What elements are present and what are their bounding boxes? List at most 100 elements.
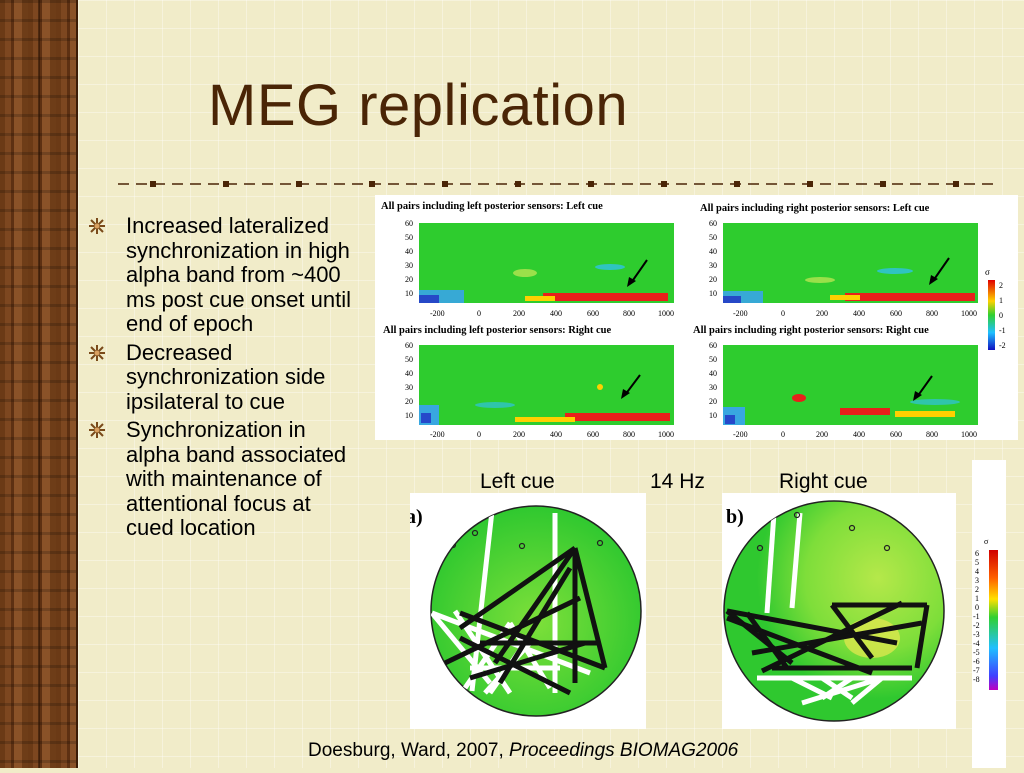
scalp-outline-a bbox=[430, 505, 642, 717]
y-tick: 50 bbox=[405, 233, 413, 242]
colorbar-tick: -7 bbox=[973, 666, 980, 675]
x-tick: 0 bbox=[477, 430, 481, 439]
heatmap-panel-2 bbox=[723, 223, 978, 303]
caption-right-cue: Right cue bbox=[779, 470, 868, 493]
x-tick: 600 bbox=[587, 309, 599, 318]
x-tick: 600 bbox=[587, 430, 599, 439]
colorbar-tick: -5 bbox=[973, 648, 980, 657]
y-tick: 60 bbox=[709, 341, 717, 350]
colorbar-tick: 2 bbox=[975, 585, 979, 594]
colorbar-tick: -2 bbox=[973, 621, 980, 630]
colorbar-tick: 1 bbox=[999, 296, 1003, 305]
x-axis-panel-2: -200 0 200 400 600 800 1000 bbox=[733, 309, 977, 318]
x-tick: 1000 bbox=[658, 430, 674, 439]
y-tick: 60 bbox=[405, 341, 413, 350]
x-tick: 0 bbox=[477, 309, 481, 318]
colorbar-bottom-label: σ bbox=[984, 537, 989, 546]
colorbar-tick: -4 bbox=[973, 639, 980, 648]
y-tick: 40 bbox=[709, 369, 717, 378]
y-tick: 20 bbox=[709, 397, 717, 406]
heatmap-panel-4 bbox=[723, 345, 978, 425]
connection-lines-a bbox=[431, 510, 608, 696]
x-tick: -200 bbox=[430, 430, 445, 439]
x-tick: 200 bbox=[816, 430, 828, 439]
x-tick: 800 bbox=[623, 309, 635, 318]
x-tick: 400 bbox=[550, 309, 562, 318]
x-tick: 800 bbox=[623, 430, 635, 439]
y-tick: 10 bbox=[709, 289, 717, 298]
head-map-b-panel: b) bbox=[722, 493, 956, 729]
panel-title-2: All pairs including right posterior sens… bbox=[700, 203, 930, 214]
divider-line bbox=[118, 181, 993, 187]
y-tick: 10 bbox=[709, 411, 717, 420]
x-tick: 1000 bbox=[658, 309, 674, 318]
star-bullet-icon bbox=[89, 344, 105, 361]
heatmap-panel-3 bbox=[419, 345, 674, 425]
colorbar-bottom-svg: σ 6 5 4 3 2 1 0 -1 -2 -3 -4 -5 -6 -7 -8 bbox=[973, 537, 998, 690]
wood-edge bbox=[76, 0, 78, 768]
colorbar-tick: 0 bbox=[999, 311, 1003, 320]
y-tick: 40 bbox=[709, 247, 717, 256]
time-frequency-svg: All pairs including left posterior senso… bbox=[381, 201, 1006, 439]
colorbar-tick: -3 bbox=[973, 630, 980, 639]
y-tick: 20 bbox=[405, 397, 413, 406]
y-tick: 50 bbox=[405, 355, 413, 364]
y-tick: 20 bbox=[709, 275, 717, 284]
x-tick: 400 bbox=[550, 430, 562, 439]
x-axis-panel-3: -200 0 200 400 600 800 1000 bbox=[430, 430, 674, 439]
y-tick: 60 bbox=[709, 219, 717, 228]
slide-title: MEG replication bbox=[208, 73, 629, 138]
x-tick: -200 bbox=[733, 309, 748, 318]
y-tick: 30 bbox=[405, 261, 413, 270]
y-axis-panel-1: 60 50 40 30 20 10 bbox=[405, 219, 413, 298]
y-tick: 60 bbox=[405, 219, 413, 228]
y-tick: 50 bbox=[709, 355, 717, 364]
bullet-item-3: Synchronization in alpha band associated… bbox=[88, 417, 358, 541]
time-frequency-figure: All pairs including left posterior senso… bbox=[375, 195, 1018, 440]
colorbar-top: σ 2 1 0 -1 -2 bbox=[985, 267, 1006, 350]
x-tick: -200 bbox=[430, 309, 445, 318]
y-tick: 40 bbox=[405, 247, 413, 256]
x-tick: -200 bbox=[733, 430, 748, 439]
x-tick: 600 bbox=[890, 309, 902, 318]
colorbar-tick: 5 bbox=[975, 558, 979, 567]
x-tick: 800 bbox=[926, 309, 938, 318]
bullet-item-2: Decreased synchronization side ipsilater… bbox=[88, 340, 358, 415]
citation: Doesburg, Ward, 2007, Proceedings BIOMAG… bbox=[308, 740, 738, 762]
y-axis-panel-4: 60 50 40 30 20 10 bbox=[709, 341, 717, 420]
panel-title-4: All pairs including right posterior sens… bbox=[693, 325, 929, 336]
y-tick: 30 bbox=[709, 383, 717, 392]
connection-lines-b bbox=[725, 511, 930, 706]
x-tick: 400 bbox=[853, 309, 865, 318]
citation-authors: Doesburg, Ward, 2007, bbox=[308, 740, 504, 761]
bullet-text-1: Increased lateralized synchronization in… bbox=[126, 213, 352, 336]
y-tick: 30 bbox=[405, 383, 413, 392]
x-tick: 0 bbox=[781, 430, 785, 439]
colorbar-tick: -6 bbox=[973, 657, 980, 666]
bullet-item-1: Increased lateralized synchronization in… bbox=[88, 213, 358, 337]
head-map-a-svg: a) bbox=[406, 505, 642, 717]
y-axis-panel-3: 60 50 40 30 20 10 bbox=[405, 341, 413, 420]
colorbar-bottom-ticks: 6 5 4 3 2 1 0 -1 -2 -3 -4 -5 -6 -7 -8 bbox=[973, 549, 980, 684]
y-tick: 10 bbox=[405, 289, 413, 298]
colorbar-bottom-panel: σ 6 5 4 3 2 1 0 -1 -2 -3 -4 -5 -6 -7 -8 bbox=[972, 460, 1006, 768]
wood-sidebar bbox=[0, 0, 78, 768]
x-tick: 400 bbox=[853, 430, 865, 439]
colorbar-tick: 1 bbox=[975, 594, 979, 603]
colorbar-tick: -8 bbox=[973, 675, 980, 684]
citation-venue: Proceedings BIOMAG2006 bbox=[509, 740, 739, 761]
y-tick: 10 bbox=[405, 411, 413, 420]
head-map-a-panel: a) bbox=[406, 493, 646, 729]
y-tick: 50 bbox=[709, 233, 717, 242]
x-axis-panel-1: -200 0 200 400 600 800 1000 bbox=[430, 309, 674, 318]
label-b: b) bbox=[726, 506, 744, 528]
colorbar-top-label: σ bbox=[985, 267, 990, 277]
colorbar-tick: 3 bbox=[975, 576, 979, 585]
colorbar-bottom-scale bbox=[989, 550, 998, 690]
y-tick: 30 bbox=[709, 261, 717, 270]
colorbar-tick: 6 bbox=[975, 549, 979, 558]
star-bullet-icon bbox=[89, 422, 105, 438]
caption-left-cue: Left cue bbox=[480, 470, 555, 493]
x-tick: 800 bbox=[926, 430, 938, 439]
caption-frequency: 14 Hz bbox=[650, 470, 705, 493]
